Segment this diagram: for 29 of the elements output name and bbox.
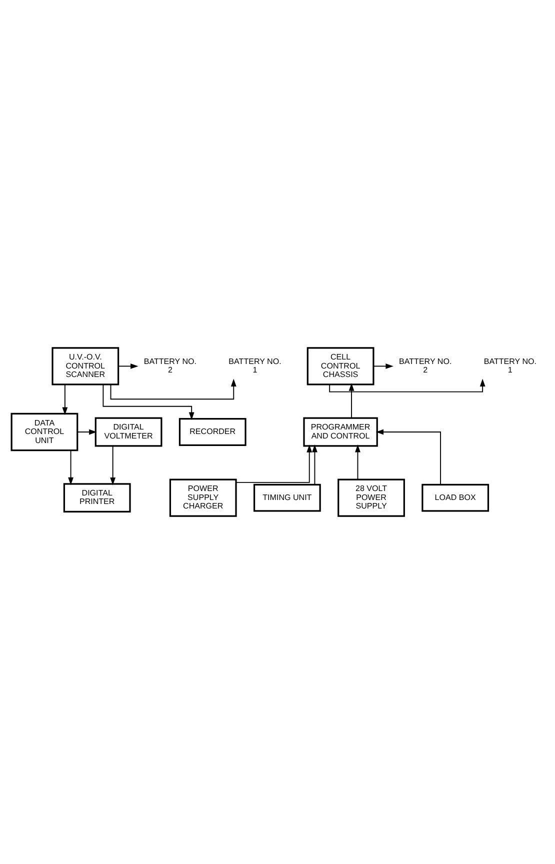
node-box: 28 VOLT POWER SUPPLY [338, 478, 405, 517]
node-text: BATTERY NO. 1 [228, 356, 282, 375]
arrow [373, 363, 394, 369]
arrow [329, 378, 486, 392]
node-box: RECORDER [178, 418, 246, 446]
node-box: POWER SUPPLY CHARGER [169, 478, 237, 517]
arrow [68, 450, 74, 486]
arrow [110, 378, 236, 400]
node-box: DATA CONTROL UNIT [10, 412, 78, 452]
arrow [236, 444, 312, 483]
node-box: PROGRAMMER AND CONTROL [303, 417, 378, 447]
node-text: BATTERY NO. 2 [399, 356, 452, 375]
node-box: U.V.-O.V. CONTROL SCANNER [52, 347, 120, 386]
node-box: LOAD BOX [422, 484, 490, 512]
arrow [376, 429, 442, 485]
node-text: BATTERY NO. 2 [144, 356, 197, 375]
node-box: DIGITAL VOLTMETER [94, 417, 162, 447]
node-text: BATTERY NO. 1 [484, 356, 537, 375]
arrow [62, 384, 68, 415]
arrow [355, 444, 360, 480]
arrow [348, 383, 354, 418]
node-box: TIMING UNIT [253, 484, 321, 512]
arrow [118, 363, 138, 369]
arrow [110, 445, 116, 486]
node-box: CELL CONTROL CHASSIS [306, 347, 374, 386]
node-box: DIGITAL PRINTER [63, 483, 131, 512]
arrow [312, 444, 318, 486]
arrow [102, 384, 194, 420]
arrow [76, 429, 97, 435]
